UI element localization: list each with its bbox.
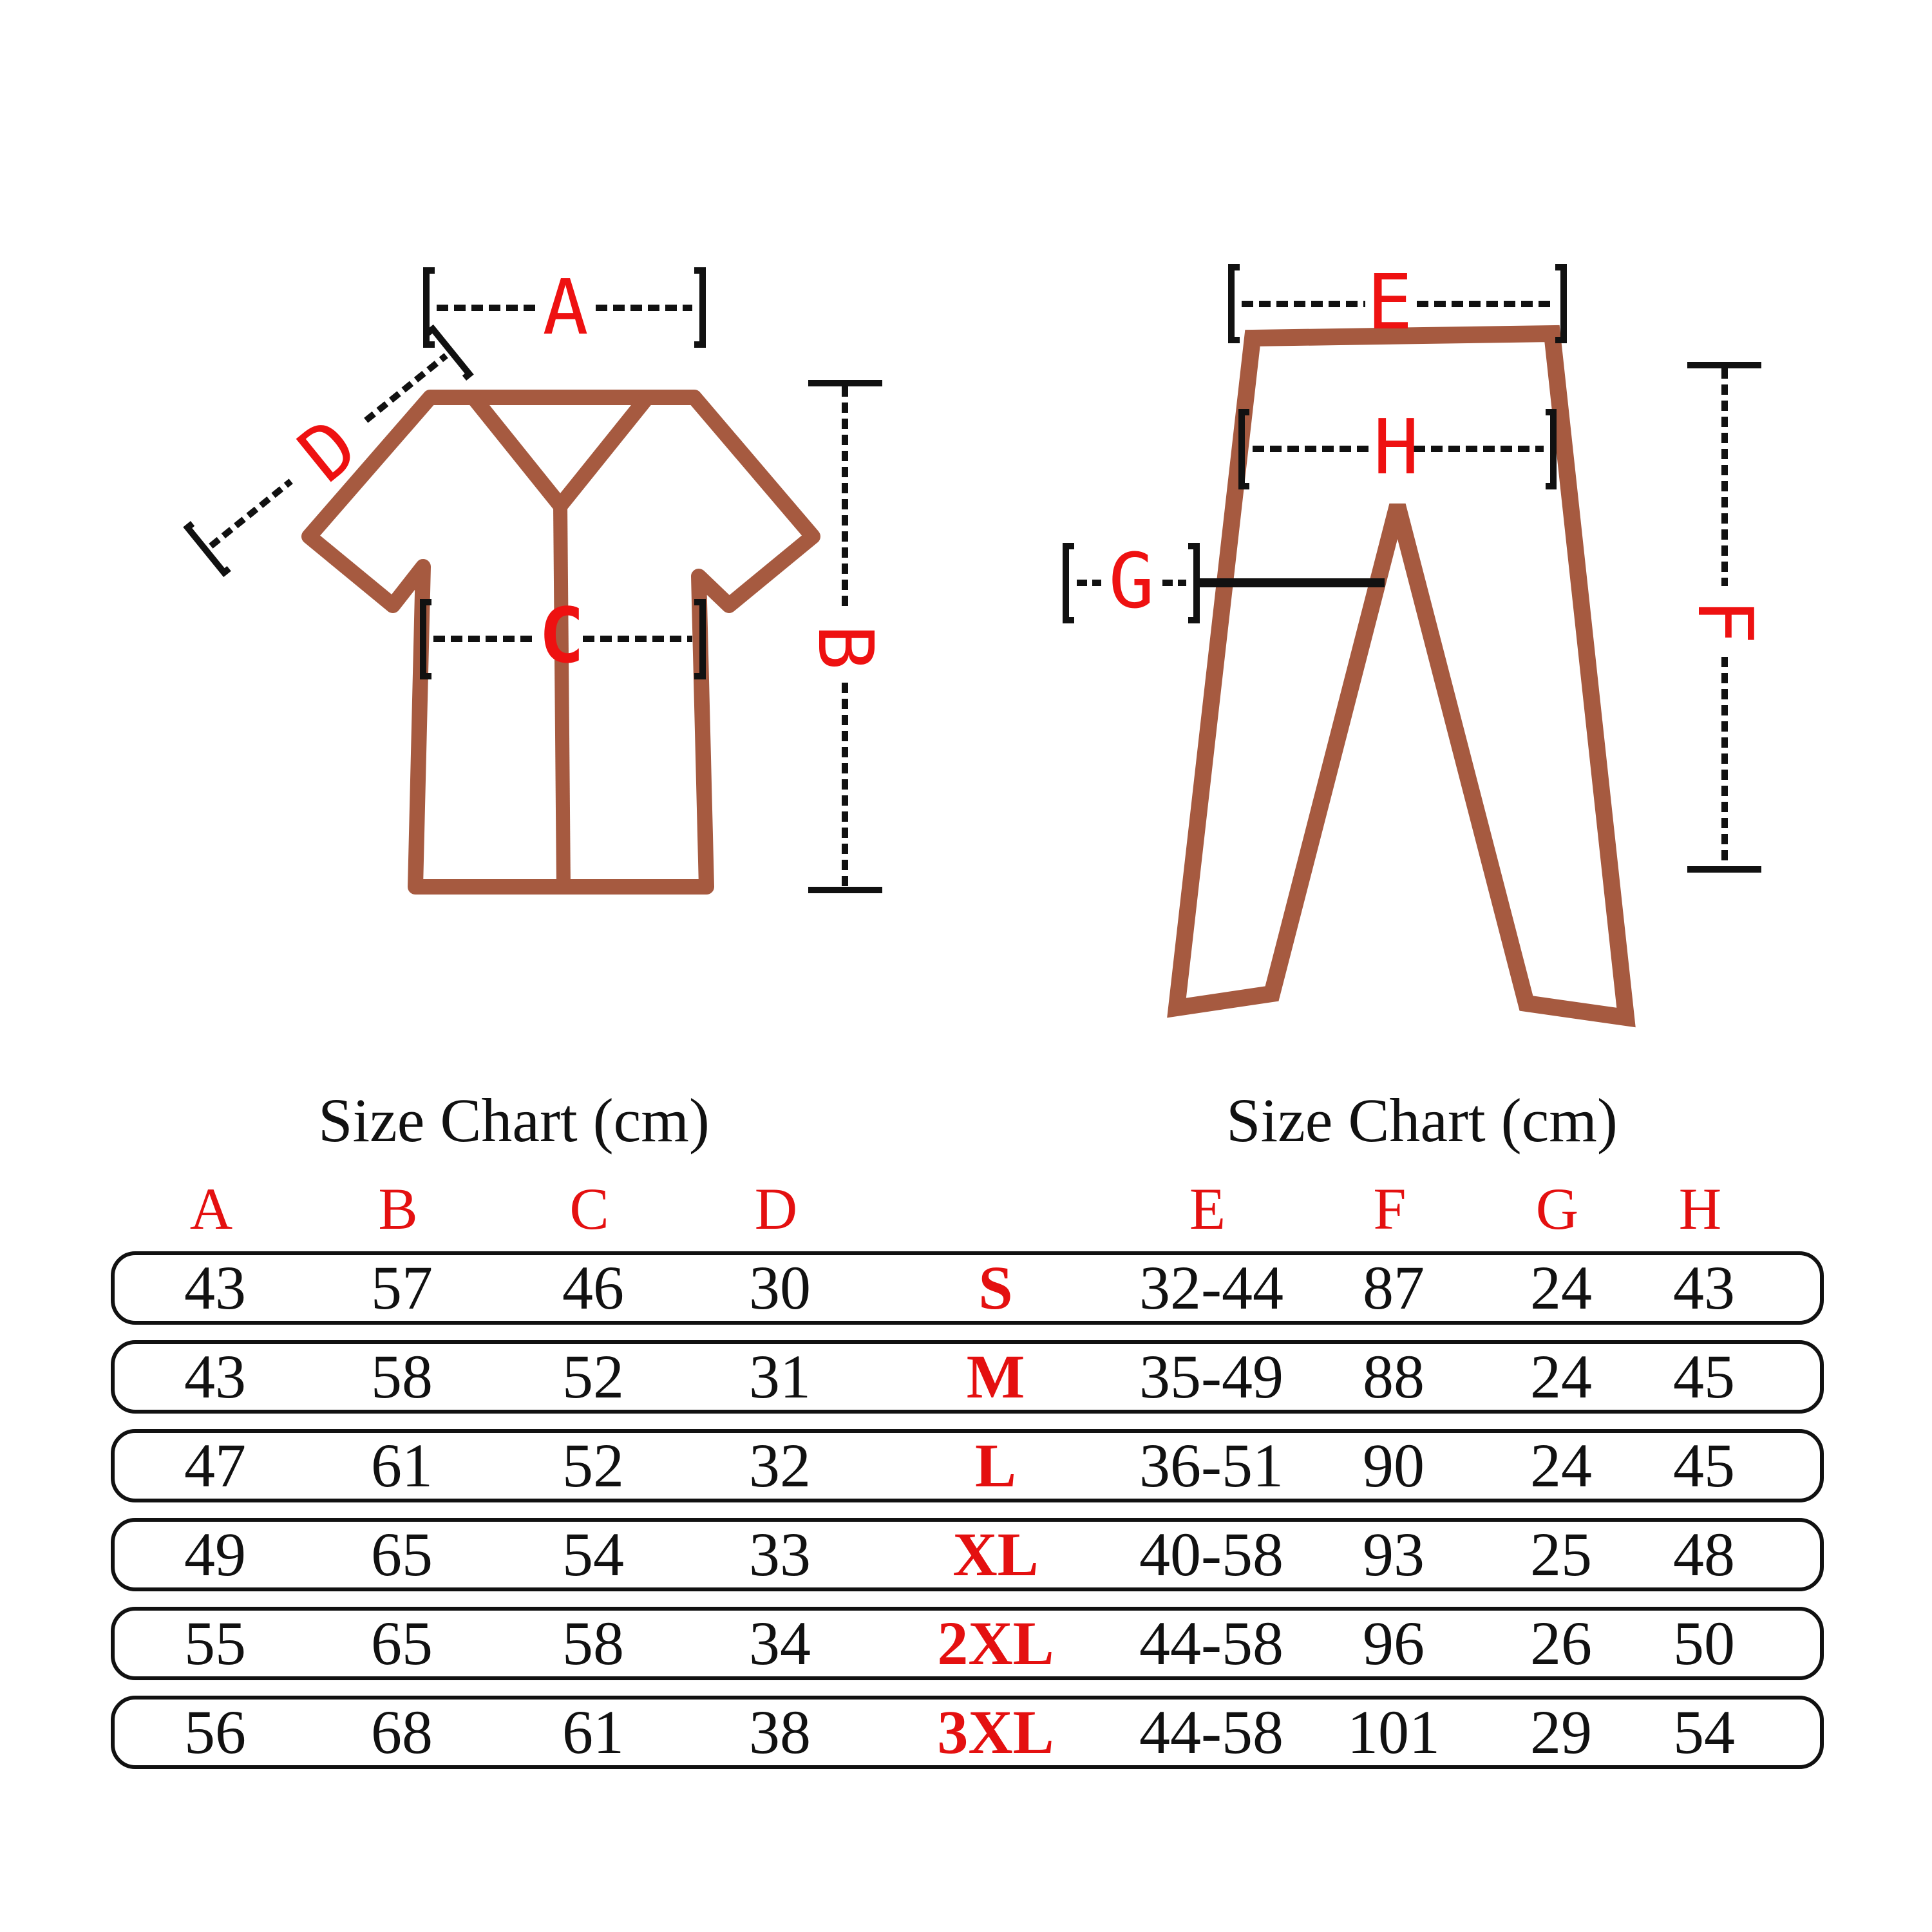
cell-b: 61 [371,1431,433,1500]
cell-h: 43 [1673,1253,1735,1322]
cell-c: 52 [562,1431,624,1500]
cell-b: 57 [371,1253,433,1322]
header-c: C [569,1176,609,1242]
size-row-s: 43 57 46 30 S 32-44 87 24 43 [111,1251,1824,1325]
cell-d: 38 [749,1698,811,1766]
shirt-placket [553,505,571,887]
cell-g: 24 [1530,1431,1592,1500]
cell-size: L [974,1431,1017,1500]
label-c: C [538,591,584,680]
cell-f: 101 [1347,1698,1440,1766]
header-e: E [1189,1176,1226,1242]
shirt-diagram [301,390,820,895]
cell-b: 65 [371,1609,433,1678]
cell-b: 58 [371,1342,433,1411]
label-e: E [1367,258,1412,346]
cell-f: 88 [1363,1342,1425,1411]
cell-c: 58 [562,1609,624,1678]
pants-diagram [1167,325,1636,1028]
cell-h: 50 [1673,1609,1735,1678]
measure-h [1238,409,1557,489]
cell-size: 3XL [937,1698,1054,1766]
cell-g: 26 [1530,1609,1592,1678]
cell-c: 61 [562,1698,624,1766]
cell-e: 44-58 [1139,1609,1283,1678]
cell-e: 36-51 [1139,1431,1283,1500]
cell-h: 45 [1673,1342,1735,1411]
size-row-m: 43 58 52 31 M 35-49 88 24 45 [111,1340,1824,1414]
header-f: F [1373,1176,1406,1242]
cell-d: 31 [749,1342,811,1411]
header-b: B [378,1176,418,1242]
cell-size: S [978,1253,1013,1322]
cell-f: 93 [1363,1520,1425,1589]
measure-e [1228,264,1567,343]
measure-g [1063,543,1385,623]
cell-c: 54 [562,1520,624,1589]
cell-a: 49 [184,1520,246,1589]
cell-b: 68 [371,1698,433,1766]
cell-size: M [966,1342,1025,1411]
cell-h: 45 [1673,1431,1735,1500]
label-h: H [1373,402,1419,491]
cell-c: 46 [562,1253,624,1322]
cell-f: 87 [1363,1253,1425,1322]
shirt-chart-title: Size Chart (cm) [318,1086,710,1155]
cell-d: 34 [749,1609,811,1678]
label-f: F [1681,598,1770,644]
cell-size: XL [952,1520,1039,1589]
cell-e: 35-49 [1139,1342,1283,1411]
cell-a: 43 [184,1253,246,1322]
cell-g: 25 [1530,1520,1592,1589]
cell-g: 29 [1530,1698,1592,1766]
cell-a: 43 [184,1342,246,1411]
label-g: G [1108,536,1154,625]
header-g: G [1535,1176,1579,1242]
measure-a [423,267,706,348]
cell-d: 30 [749,1253,811,1322]
header-h: H [1678,1176,1722,1242]
cell-e: 44-58 [1139,1698,1283,1766]
cell-a: 55 [184,1609,246,1678]
cell-b: 65 [371,1520,433,1589]
cell-g: 24 [1530,1342,1592,1411]
garment-diagram: A C B D E [183,258,1770,1028]
measure-f [1687,362,1761,873]
cell-f: 90 [1363,1431,1425,1500]
cell-c: 52 [562,1342,624,1411]
cell-e: 32-44 [1139,1253,1283,1322]
measure-b [808,380,882,893]
size-row-3xl: 56 68 61 38 3XL 44-58 101 29 54 [111,1696,1824,1769]
pants-chart-title: Size Chart (cm) [1226,1086,1618,1155]
cell-h: 54 [1673,1698,1735,1766]
header-a: A [189,1176,233,1242]
size-row-xl: 49 65 54 33 XL 40-58 93 25 48 [111,1518,1824,1591]
cell-f: 96 [1363,1609,1425,1678]
size-row-l: 47 61 52 32 L 36-51 90 24 45 [111,1429,1824,1502]
cell-d: 32 [749,1431,811,1500]
cell-size: 2XL [937,1609,1054,1678]
cell-h: 48 [1673,1520,1735,1589]
cell-e: 40-58 [1139,1520,1283,1589]
cell-a: 47 [184,1431,246,1500]
pants-outline [1167,325,1636,1028]
cell-d: 33 [749,1520,811,1589]
label-a: A [542,263,588,352]
header-d: D [754,1176,798,1242]
size-row-2xl: 55 65 58 34 2XL 44-58 96 26 50 [111,1607,1824,1680]
cell-g: 24 [1530,1253,1592,1322]
measure-c [420,599,706,679]
cell-a: 56 [184,1698,246,1766]
label-b: B [801,624,890,670]
